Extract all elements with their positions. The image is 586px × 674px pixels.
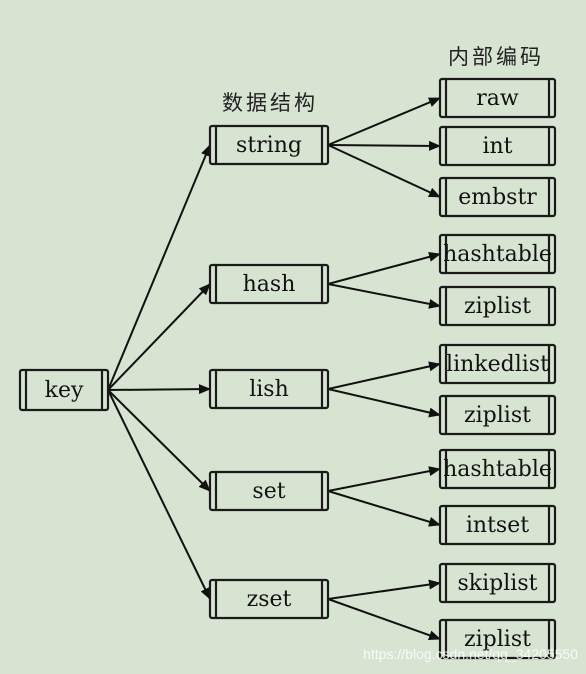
edge-key-to-string [107,144,211,391]
node-encoding-lish-linkedlist: linkedlist [438,343,557,385]
node-encoding-string-int-label: int [482,134,512,159]
node-encoding-zset-skiplist-label: skiplist [458,571,538,596]
edges-layer [107,97,441,641]
node-key: key [18,368,110,412]
node-encoding-set-hashtable-label: hashtable [443,457,552,482]
node-encoding-lish-linkedlist-label: linkedlist [446,352,549,377]
node-encoding-string-int: int [438,125,557,167]
node-encoding-hash-hashtable-label: hashtable [443,242,552,267]
structures-heading: 数据结构 [222,91,318,115]
node-structure-hash: hash [208,263,330,305]
node-encoding-hash-hashtable: hashtable [438,233,557,275]
node-encoding-hash-ziplist: ziplist [438,285,557,327]
encodings-heading: 内部编码 [448,45,544,69]
edge-string-to-raw [327,97,441,146]
edge-key-to-zset [107,389,211,600]
edge-hash-to-hashtable [327,252,441,285]
node-structure-zset: zset [208,578,330,620]
node-encoding-string-raw-label: raw [476,86,519,111]
edge-zset-to-skiplist [327,579,441,600]
node-encoding-string-embstr: embstr [438,176,557,218]
node-structure-set-label: set [252,479,285,504]
node-encoding-lish-ziplist-label: ziplist [464,403,531,428]
edge-string-to-int [327,140,441,151]
node-structure-string: string [208,124,330,166]
node-encoding-string-raw: raw [438,77,557,119]
node-encoding-string-embstr-label: embstr [458,185,537,210]
node-structure-hash-label: hash [243,272,296,297]
node-structure-lish: lish [208,368,330,410]
edge-key-to-hash [107,283,211,391]
nodes-layer: key string raw int embstr hash hashtable ziplis… [18,77,557,660]
node-encoding-lish-ziplist: ziplist [438,394,557,436]
edge-zset-to-ziplist [327,598,441,641]
edge-string-to-embstr [327,144,441,198]
edge-lish-to-ziplist [327,388,441,418]
node-encoding-zset-ziplist: ziplist [438,618,557,660]
node-structure-lish-label: lish [249,377,289,402]
node-encoding-set-intset-label: intset [466,513,529,538]
edge-set-to-intset [327,490,441,527]
edge-set-to-hashtable [327,466,441,492]
node-structure-set: set [208,470,330,512]
node-encoding-zset-ziplist-label: ziplist [464,627,531,652]
watermark-text: https://blog.csdn.net/qq_34205550 [363,646,578,662]
node-structure-string-label: string [236,133,302,158]
edge-key-to-lish [107,384,211,395]
edge-key-to-set [107,389,211,492]
edge-hash-to-ziplist [327,283,441,309]
node-encoding-set-hashtable: hashtable [438,448,557,490]
node-encoding-zset-skiplist: skiplist [438,562,557,604]
node-encoding-hash-ziplist-label: ziplist [464,294,531,319]
node-encoding-set-intset: intset [438,504,557,546]
node-structure-zset-label: zset [247,587,292,612]
node-key-label: key [45,378,84,403]
edge-lish-to-linkedlist [327,361,441,390]
